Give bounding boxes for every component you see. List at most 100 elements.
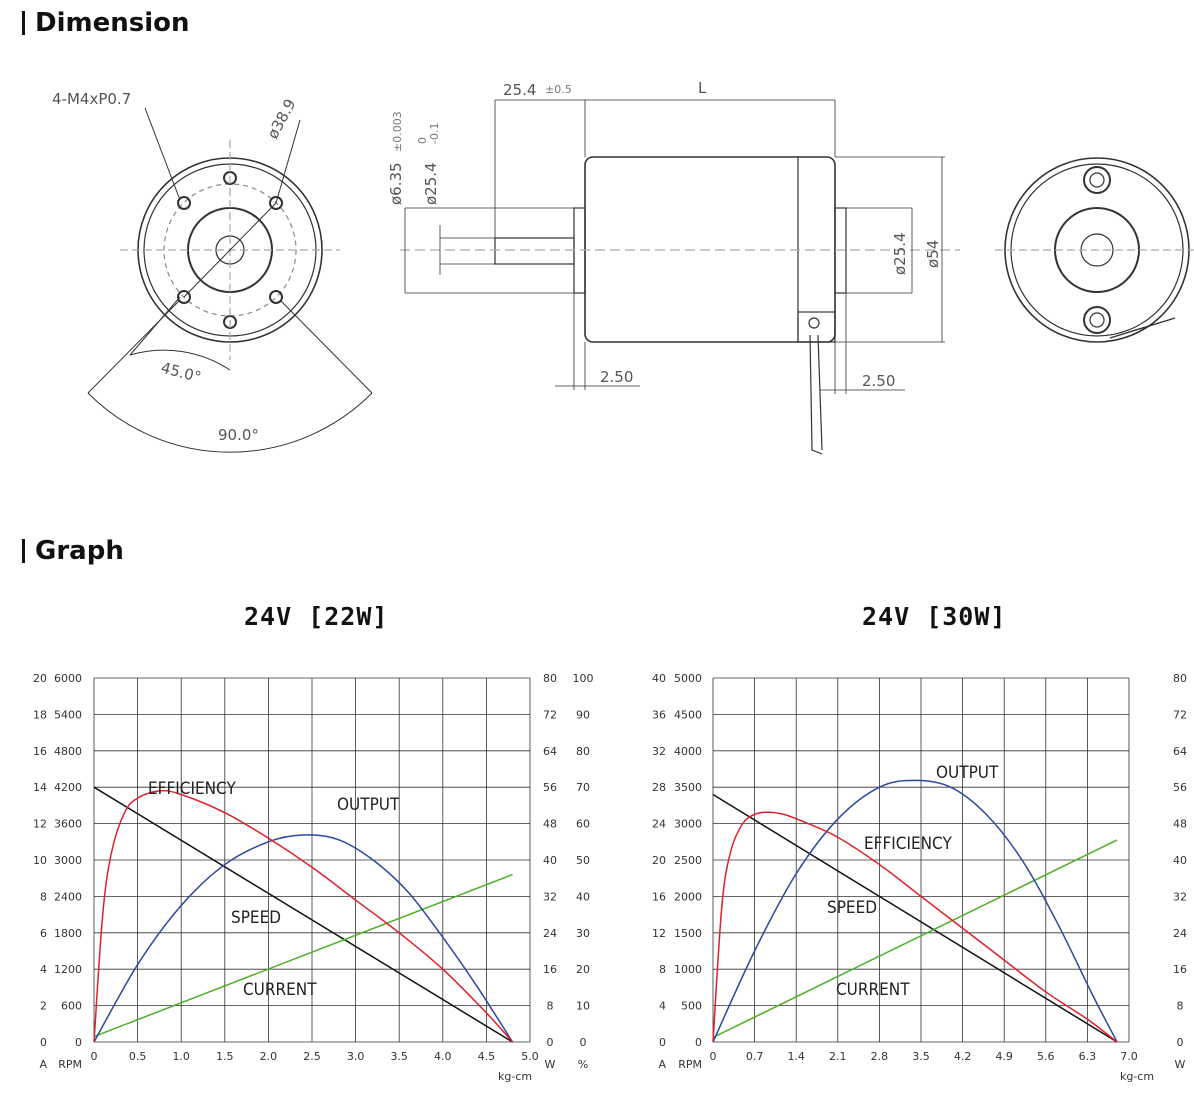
right-tick-label: 64 (1173, 745, 1187, 758)
dimension-heading: Dimension (22, 8, 190, 38)
left-tick-label: 20 (33, 672, 47, 685)
left-tick-label: 32 (652, 745, 666, 758)
series-current-line (93, 873, 513, 1038)
graph-heading-text: Graph (35, 536, 124, 566)
front-boss-dia-label: ø25.4 (422, 162, 440, 205)
right-tick-label: 70 (576, 781, 590, 794)
left-tick-label: 3000 (674, 818, 702, 831)
right-tick-label: 24 (543, 927, 557, 940)
left-tick-label: 3500 (674, 781, 702, 794)
left-axis-unit: RPM (678, 1058, 702, 1071)
right-tick-label: 72 (543, 708, 557, 721)
chart-22w-title: 24V [22W] (244, 602, 389, 631)
left-tick-label: 5000 (674, 672, 702, 685)
left-tick-label: 10 (33, 854, 47, 867)
left-tick-label: 16 (652, 890, 666, 903)
thread-label: 4-M4xP0.7 (52, 90, 131, 108)
front-boss-length-label: 2.50 (600, 368, 633, 386)
x-axis-label: kg-cm (1120, 1070, 1154, 1083)
left-tick-label: 8 (659, 963, 666, 976)
right-tick-label: 16 (1173, 963, 1187, 976)
left-tick-label: 40 (652, 672, 666, 685)
right-tick-label: 80 (1173, 672, 1187, 685)
right-tick-label: 8 (547, 1000, 554, 1013)
series-output-line (93, 834, 514, 1043)
right-tick-label: 20 (576, 963, 590, 976)
left-tick-label: 0 (695, 1036, 702, 1049)
right-tick-label: 64 (543, 745, 557, 758)
right-tick-label: 80 (576, 745, 590, 758)
left-tick-label: 4200 (54, 781, 82, 794)
left-tick-label: 5400 (54, 708, 82, 721)
left-tick-label: 6000 (54, 672, 82, 685)
left-tick-label: 2400 (54, 890, 82, 903)
left-tick-label: 500 (681, 1000, 702, 1013)
right-tick-label: 50 (576, 854, 590, 867)
shaft-length-label: 25.4 (503, 81, 536, 99)
series-efficiency-line (93, 789, 514, 1043)
left-tick-label: 4000 (674, 745, 702, 758)
left-axis-unit: A (39, 1058, 47, 1071)
angle-45-label: 45.0° (159, 358, 203, 386)
left-axis-unit: A (658, 1058, 666, 1071)
x-tick-label: 7.0 (1120, 1050, 1138, 1063)
right-tick-label: 40 (576, 890, 590, 903)
right-tick-label: 40 (1173, 854, 1187, 867)
series-current-label: CURRENT (836, 980, 910, 1000)
series-output-label: OUTPUT (337, 795, 400, 815)
left-tick-label: 20 (652, 854, 666, 867)
front-boss-tol-upper: 0 (416, 137, 429, 144)
series-output-label: OUTPUT (936, 763, 999, 783)
x-tick-label: 4.0 (434, 1050, 452, 1063)
chart-30w-title: 24V [30W] (862, 602, 1007, 631)
right-tick-label: 48 (543, 818, 557, 831)
right-tick-label: 0 (1177, 1036, 1184, 1049)
heading-bar (22, 11, 25, 35)
right-tick-label: 0 (580, 1036, 587, 1049)
x-tick-label: 4.2 (954, 1050, 972, 1063)
left-axis-unit: RPM (58, 1058, 82, 1071)
x-tick-label: 5.6 (1037, 1050, 1055, 1063)
right-axis-unit: % (578, 1058, 588, 1071)
right-tick-label: 16 (543, 963, 557, 976)
x-tick-label: 2.1 (829, 1050, 847, 1063)
x-tick-label: 4.9 (995, 1050, 1013, 1063)
series-speed-label: SPEED (231, 908, 281, 928)
right-tick-label: 80 (543, 672, 557, 685)
x-tick-label: 1.5 (216, 1050, 234, 1063)
series-output-line (712, 779, 1118, 1043)
left-tick-label: 4 (659, 1000, 666, 1013)
bolt-circle-label: ø38.9 (264, 96, 300, 142)
x-tick-label: 1.4 (787, 1050, 805, 1063)
left-tick-label: 8 (40, 890, 47, 903)
left-tick-label: 0 (40, 1036, 47, 1049)
right-tick-label: 60 (576, 818, 590, 831)
right-tick-label: 24 (1173, 927, 1187, 940)
series-efficiency-label: EFFICIENCY (864, 834, 952, 854)
rear-boss-length-label: 2.50 (862, 372, 895, 390)
left-tick-label: 2000 (674, 890, 702, 903)
x-tick-label: 2.0 (260, 1050, 278, 1063)
right-tick-label: 100 (573, 672, 594, 685)
left-tick-label: 4500 (674, 708, 702, 721)
dimension-heading-text: Dimension (35, 8, 190, 38)
left-tick-label: 24 (652, 818, 666, 831)
left-tick-label: 2500 (674, 854, 702, 867)
graph-heading: Graph (22, 536, 124, 566)
x-tick-label: 2.8 (871, 1050, 889, 1063)
angle-90-label: 90.0° (218, 426, 259, 444)
left-tick-label: 14 (33, 781, 47, 794)
right-tick-label: 90 (576, 708, 590, 721)
dimension-drawing: 4-M4xP0.7 ø38.9 45.0° 90.0° 25.4 ±0.5 L … (52, 79, 1194, 455)
left-tick-label: 0 (659, 1036, 666, 1049)
series-speed-line (93, 786, 513, 1043)
series-current-label: CURRENT (243, 980, 317, 1000)
left-tick-label: 18 (33, 708, 47, 721)
right-tick-label: 8 (1177, 1000, 1184, 1013)
left-tick-label: 28 (652, 781, 666, 794)
left-tick-label: 3000 (54, 854, 82, 867)
series-efficiency-line (712, 811, 1118, 1043)
